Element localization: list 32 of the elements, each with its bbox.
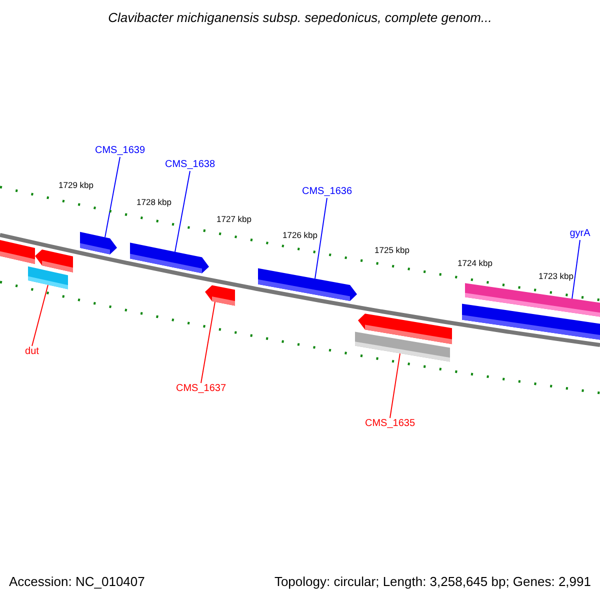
gene-feature — [258, 268, 357, 301]
gene-feature — [28, 266, 68, 290]
scale-label: 1728 kbp — [136, 198, 172, 206]
gene-label: CMS_1639 — [94, 146, 146, 156]
scale-label: 1729 kbp — [58, 181, 94, 190]
footer-note: Accession: NC_010407 — [9, 575, 145, 588]
title: Clavibacter michiganensis subsp. sepedonicus, complete genom... — [108, 11, 492, 24]
gene-label: CMS_1638 — [164, 160, 216, 170]
gene-feature — [35, 250, 73, 272]
scale-label: 1724 kbp — [458, 259, 492, 268]
gene-feature — [205, 285, 235, 306]
gene-feature — [80, 232, 117, 254]
gene-label: CMS_1636 — [302, 187, 352, 197]
scale-label: 1723 kbp — [538, 272, 574, 280]
gene-feature — [355, 332, 450, 362]
leader-line — [390, 353, 400, 418]
gene-label: dut — [25, 347, 39, 357]
scale-label: 1725 kbp — [374, 246, 410, 254]
leader-line — [314, 198, 328, 280]
gene-feature — [130, 242, 209, 274]
leader-line — [572, 240, 580, 300]
scale-label: 1726 kbp — [282, 231, 318, 240]
leader-line — [200, 301, 216, 384]
leader-line — [32, 284, 48, 346]
gene-label: gyrA — [570, 229, 590, 239]
footer-note: Topology: circular; Length: 3,258,645 bp; Genes: 2,991 — [274, 575, 591, 588]
scale-label: 1727 kbp — [216, 215, 252, 224]
gene-feature — [0, 238, 35, 264]
gene-label: CMS_1637 — [176, 384, 226, 394]
leader-line — [174, 170, 190, 252]
leader-line — [104, 156, 120, 238]
gene-label: CMS_1635 — [364, 419, 416, 429]
